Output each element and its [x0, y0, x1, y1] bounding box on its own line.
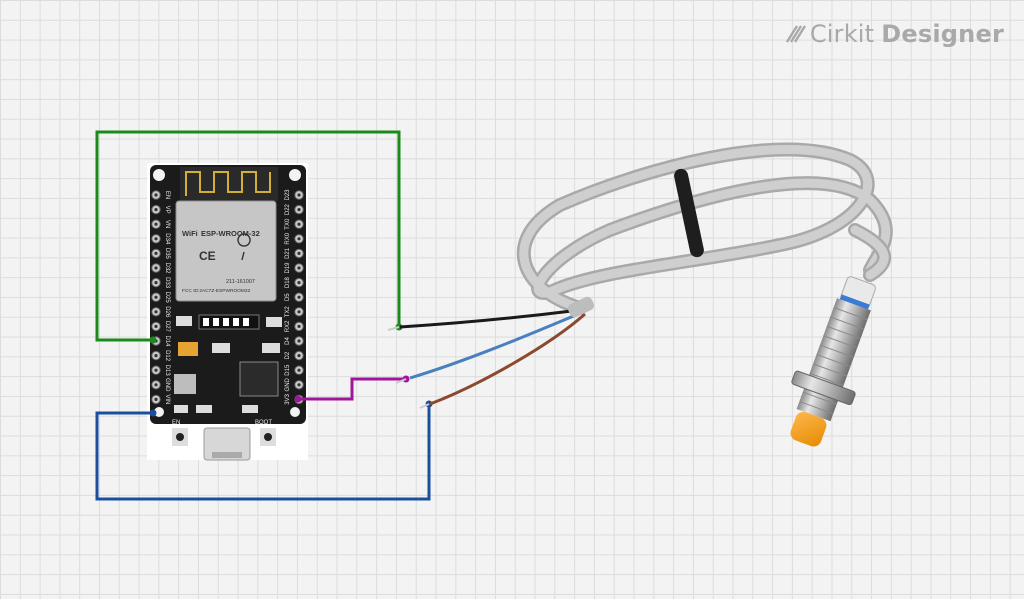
- mount-hole: [290, 407, 300, 417]
- cable-tie: [674, 168, 704, 258]
- reg-label: 211-161007: [226, 279, 255, 285]
- right-pin-label: D22: [285, 203, 291, 215]
- left-pin-label: VN: [164, 220, 170, 228]
- cirkit-logo-icon: [785, 25, 806, 43]
- fcc-label: FCC ID:2AC7Z-ESPWROOM32: [182, 288, 251, 294]
- sensor-cable: [516, 142, 893, 315]
- left-pin-label: D25: [164, 292, 170, 304]
- right-pin-label: D2: [285, 351, 291, 359]
- brand-logo: Cirkit Designer: [784, 20, 1004, 48]
- left-pin-label: D33: [164, 277, 170, 289]
- right-pin-label: RX2: [285, 320, 291, 332]
- esp32-board[interactable]: WiFi ESP-WROOM-32 CE 211-161007 FCC ID:2…: [147, 163, 308, 461]
- right-pin-label: D19: [285, 262, 291, 274]
- led-component: [178, 342, 198, 356]
- left-pin-label: VP: [164, 206, 170, 214]
- wire-endpoint[interactable]: [294, 395, 302, 403]
- wifi-label: WiFi: [182, 229, 198, 238]
- wroom-module-shield: [175, 200, 277, 302]
- smd-part: [176, 316, 192, 326]
- sensor-wire-blue: [409, 310, 584, 380]
- wire-endpoint[interactable]: [149, 409, 157, 417]
- en-button-label: EN: [172, 420, 180, 426]
- left-pin-label: D27: [164, 321, 170, 333]
- left-pin-label: D12: [164, 350, 170, 362]
- right-pin-label: TX2: [285, 306, 291, 318]
- wire-endpoint[interactable]: [149, 336, 157, 344]
- purple-wire[interactable]: [298, 377, 406, 401]
- boot-button-label: BOOT: [255, 420, 272, 426]
- left-pin-label: D14: [164, 335, 170, 347]
- left-pin-label: D13: [164, 365, 170, 377]
- right-pin-label: GND: [285, 377, 291, 391]
- blue-wire[interactable]: [95, 404, 431, 501]
- right-pin-label: D18: [285, 276, 291, 288]
- right-pin-label: 3V3: [285, 393, 291, 404]
- ce-mark: CE: [199, 249, 216, 263]
- left-pin-label: VIN: [164, 394, 170, 404]
- sensor-wire-black: [399, 308, 581, 329]
- espressif-logo-icon: [237, 233, 251, 261]
- left-pin-label: D26: [164, 306, 170, 318]
- sensor-body: [790, 276, 876, 447]
- module-label: ESP-WROOM-32: [201, 229, 260, 238]
- right-pin-label: TX0: [285, 218, 291, 230]
- right-pin-label: D4: [285, 337, 291, 345]
- right-pin-label: D15: [285, 364, 291, 376]
- right-pin-label: D21: [285, 247, 291, 259]
- left-pin-label: GND: [164, 378, 170, 392]
- cable-jacket-end: [567, 296, 595, 318]
- right-pin-label: D23: [285, 189, 291, 201]
- green-wire[interactable]: [95, 130, 401, 342]
- usb-uart-chip: [239, 361, 279, 397]
- left-pin-label: EN: [164, 191, 170, 199]
- antenna-trace: [185, 171, 271, 196]
- brand-name-bold: Designer: [881, 20, 1004, 48]
- left-pin-label: D35: [164, 248, 170, 260]
- left-pin-label: D32: [164, 262, 170, 274]
- right-pin-label: RX0: [285, 232, 291, 244]
- voltage-regulator: [174, 374, 196, 394]
- mount-hole: [153, 169, 165, 181]
- mount-hole: [154, 407, 164, 417]
- inductive-proximity-sensor[interactable]: [387, 142, 893, 454]
- brand-name-light: Cirkit: [809, 20, 875, 48]
- sensor-wire-brown: [429, 312, 586, 406]
- left-pin-label: D34: [164, 233, 170, 245]
- right-pin-label: D5: [285, 293, 291, 301]
- mount-hole: [289, 169, 301, 181]
